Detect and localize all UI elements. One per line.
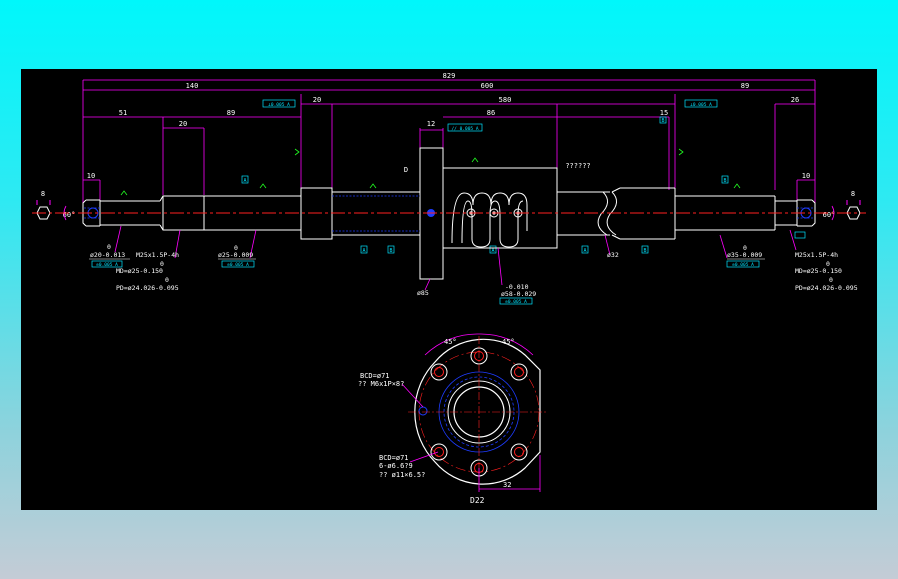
flange-tap: ?? M6x1P×8? xyxy=(358,380,404,388)
left-md-top: 0 xyxy=(160,260,164,268)
dim-journal-left: 51 xyxy=(119,109,127,117)
nut-body-dia: ø58-0.029 xyxy=(501,290,536,298)
dim-screw-length: 600 xyxy=(481,82,494,90)
dim-end-left: 10 xyxy=(87,172,95,180)
datum-e: A xyxy=(583,248,586,254)
flange-bcd-bottom: BCD=ø71 xyxy=(379,454,409,462)
dim-nut-offset: 15 xyxy=(660,109,668,117)
datum-f: B xyxy=(643,248,646,254)
left-seat-top: 0 xyxy=(234,244,238,252)
datum-b: B xyxy=(723,178,726,184)
datum-c: A xyxy=(362,248,365,254)
dim-right-end: 26 xyxy=(791,96,799,104)
datum-h: B xyxy=(661,118,664,124)
right-seat: ø35-0.009 xyxy=(727,251,762,259)
right-pd: PD=ø24.026-0.095 xyxy=(795,284,858,292)
dim-shaft-left: 580 xyxy=(499,96,512,104)
flange-width: 32 xyxy=(503,481,511,489)
tol-frame-nut-bottom: ⊙0.005 A xyxy=(505,299,527,305)
tol-frame-seat-left: ⊙0.005 A xyxy=(227,262,249,268)
dim-seat-left: 89 xyxy=(227,109,235,117)
dim-nut-flange: 12 xyxy=(427,120,435,128)
tol-frame-top-left: ⊥0.005 A xyxy=(268,102,290,108)
flange-holes: 6-ø6.6?9 xyxy=(379,462,413,470)
dim-end-right: 10 xyxy=(802,172,810,180)
dim-hex-right: 8 xyxy=(851,190,855,198)
surface-finish-marks xyxy=(120,148,741,196)
dim-nut-body: 86 xyxy=(487,109,495,117)
nut-datum-label: D xyxy=(404,166,408,174)
left-pd: PD=ø24.026-0.095 xyxy=(116,284,179,292)
right-md: MD=ø25-0.150 xyxy=(795,267,842,275)
dim-right-span: 89 xyxy=(741,82,749,90)
right-seat-top: 0 xyxy=(743,244,747,252)
left-thread: M25x1.5P-4h xyxy=(136,251,179,259)
dim-overall: 829 xyxy=(443,72,456,80)
dim-left-span: 140 xyxy=(186,82,199,90)
flange-bcd-top: BCD=ø71 xyxy=(360,372,390,380)
left-journal-dia: ø20-0.013 xyxy=(90,251,125,259)
dim-chamfer-left: 60° xyxy=(63,211,76,219)
nut-flange-dia: ø85 xyxy=(417,289,429,297)
dim-thread-left: 20 xyxy=(179,120,187,128)
flange-angle-right: 45° xyxy=(502,338,515,346)
right-thread: M25x1.5P-4h xyxy=(795,251,838,259)
flange-end-view xyxy=(401,333,548,492)
tol-frame-nut-top: // 0.005 A xyxy=(451,126,478,132)
help-text: ?????? xyxy=(565,162,590,170)
left-seat: ø25-0.009 xyxy=(218,251,253,259)
dim-hex-left: 8 xyxy=(41,190,45,198)
datum-a: A xyxy=(243,178,246,184)
flange-angle-left: 45° xyxy=(444,338,457,346)
datum-d: B xyxy=(389,248,392,254)
left-pd-top: 0 xyxy=(165,276,169,284)
datum-g: A xyxy=(491,248,494,254)
screw-shaft-outline xyxy=(82,147,816,280)
screw-dia: ø32 xyxy=(607,251,619,259)
dim-gap-left: 20 xyxy=(313,96,321,104)
left-journal-dia-top: 0 xyxy=(107,243,111,251)
tol-frame-left-small: ⊙0.005 A xyxy=(96,262,118,268)
tol-frame-top-right: ⊥0.005 A xyxy=(690,102,712,108)
nut-body-top: -0.010 xyxy=(505,283,529,291)
tol-frame-seat-right: ⊙0.005 A xyxy=(732,262,754,268)
drawing-area xyxy=(21,69,877,510)
dim-chamfer-right: 60° xyxy=(823,211,836,219)
flange-model: D22 xyxy=(470,496,485,505)
flange-counterbore: ?? ø11×6.5? xyxy=(379,471,425,479)
left-md: MD=ø25-0.150 xyxy=(116,267,163,275)
right-md-top: 0 xyxy=(826,260,830,268)
right-pd-top: 0 xyxy=(829,276,833,284)
